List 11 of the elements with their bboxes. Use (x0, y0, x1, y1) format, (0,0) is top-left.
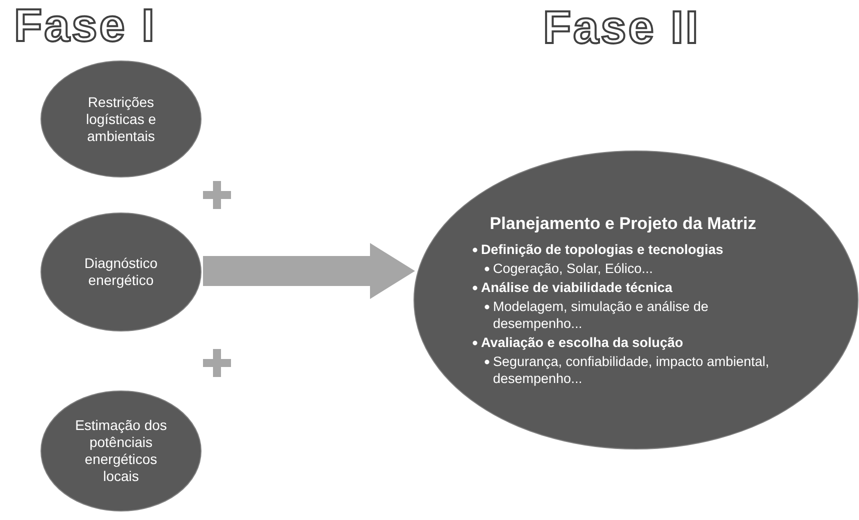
ellipse-node (40, 60, 202, 178)
phase-heading: Fase II (543, 2, 700, 52)
node-label: Restrições logísticas e ambientais (84, 94, 158, 144)
ellipse-node (413, 150, 859, 450)
phase-heading: Fase I (14, 0, 156, 50)
ellipse-node (40, 212, 202, 332)
node-label: Diagnóstico energético (83, 255, 159, 289)
node-heading: Planejamento e Projeto da Matriz (490, 212, 756, 234)
node-label: Estimação dos potênciais energéticos locais (74, 417, 168, 485)
block-arrow (203, 243, 415, 299)
ellipse-node (40, 390, 202, 512)
